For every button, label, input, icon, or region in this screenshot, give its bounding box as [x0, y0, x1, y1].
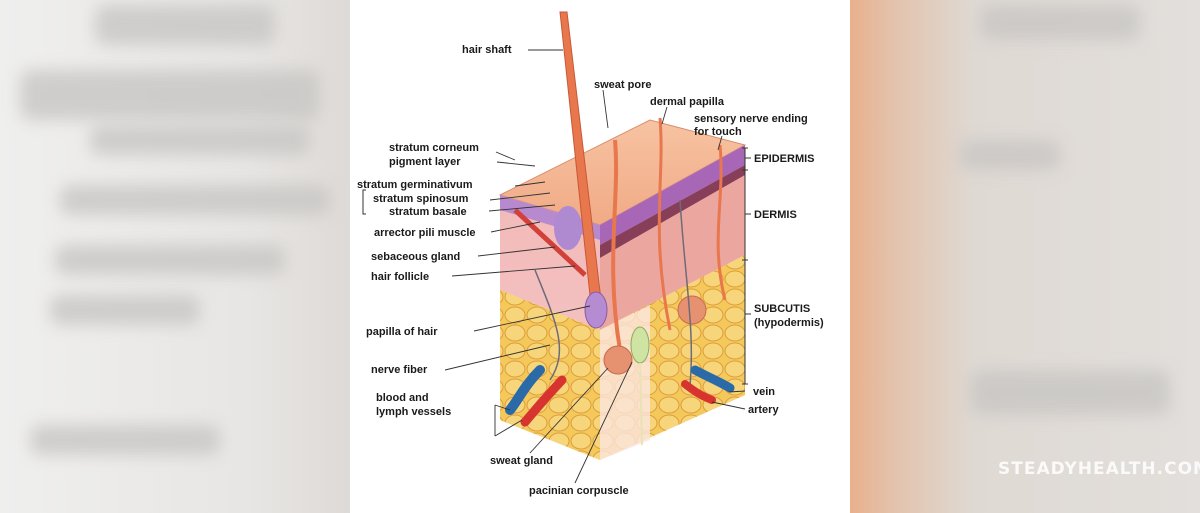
epidermis-layer-right	[600, 145, 745, 245]
label-sensory-nerve-ending: sensory nerve ending	[694, 113, 808, 125]
label-papilla-of-hair: papilla of hair	[366, 326, 438, 338]
dermal-papilla-vessel	[657, 117, 672, 331]
leader-lines	[444, 49, 746, 484]
pacinian-nerve	[639, 362, 643, 446]
nerve-fiber-right	[679, 199, 693, 386]
label-hair-follicle: hair follicle	[371, 271, 430, 283]
blurred-background-left	[0, 0, 350, 513]
pacinian-corpuscle	[630, 326, 650, 364]
pigment-band	[600, 165, 745, 258]
artery-right	[681, 380, 716, 404]
label-epidermis: EPIDERMIS	[754, 153, 815, 165]
skin-cross-section	[362, 11, 751, 484]
label-blood-and: blood and	[376, 392, 429, 404]
sweat-gland-coil	[603, 345, 633, 375]
label-dermis: DERMIS	[754, 209, 797, 221]
right-gland	[677, 295, 707, 325]
label-stratum-corneum: stratum corneum	[389, 142, 479, 154]
label-pigment-layer: pigment layer	[389, 156, 461, 168]
dermis-right	[600, 175, 745, 330]
arrector-pili	[513, 208, 587, 277]
label-hypodermis: (hypodermis)	[754, 317, 824, 329]
sensory-nerve	[716, 144, 727, 301]
label-lymph-vessels: lymph vessels	[376, 406, 452, 418]
strata-bracket	[362, 189, 366, 215]
nerve-fiber	[534, 269, 561, 381]
label-hair-shaft: hair shaft	[462, 44, 512, 56]
artery-left	[520, 375, 567, 427]
vein-right	[690, 365, 735, 393]
sweat-duct	[611, 139, 622, 351]
label-subcutis: SUBCUTIS	[754, 303, 811, 315]
label-stratum-basale: stratum basale	[389, 206, 467, 218]
label-pacinian-corpuscle: pacinian corpuscle	[529, 485, 629, 497]
hair-papilla	[584, 291, 608, 329]
label-stratum-spinosum: stratum spinosum	[373, 193, 469, 205]
label-for-touch: for touch	[694, 126, 742, 138]
label-stratum-germinativum: stratum germinativum	[357, 179, 473, 191]
label-artery: artery	[748, 404, 779, 416]
label-dermal-papilla: dermal papilla	[650, 96, 724, 108]
label-vein: vein	[753, 386, 776, 398]
label-sweat-pore: sweat pore	[594, 79, 652, 91]
label-arrector-pili-muscle: arrector pili muscle	[374, 227, 476, 239]
vein-left	[505, 365, 545, 415]
skin-diagram-panel: hair shaft stratum corneum pigment layer…	[350, 0, 850, 513]
label-nerve-fiber: nerve fiber	[371, 364, 428, 376]
layer-bracket	[742, 147, 751, 385]
label-sebaceous-gland: sebaceous gland	[371, 251, 461, 263]
watermark: STEADYHEALTH.COM	[998, 459, 1200, 479]
label-sweat-gland: sweat gland	[490, 455, 553, 467]
blurred-background-right	[850, 0, 1200, 513]
sebaceous-gland	[554, 206, 582, 250]
